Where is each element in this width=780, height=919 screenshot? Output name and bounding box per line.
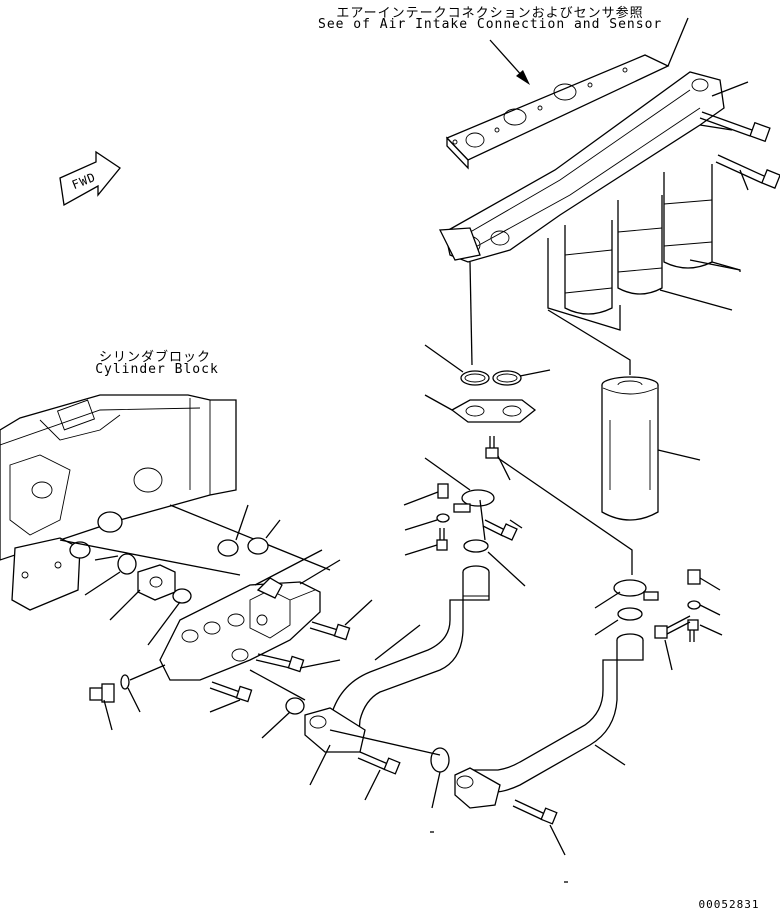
- gasket: [450, 399, 537, 423]
- seal-right: [617, 607, 643, 621]
- washer-left: [436, 513, 450, 523]
- filter-cartridge-1: [564, 220, 613, 315]
- adapter-bolt-2: [255, 653, 305, 673]
- cylinder-block-caption-en: Cylinder Block: [95, 362, 219, 377]
- bolt-left-small: [436, 528, 448, 551]
- bolt-right-small: [687, 619, 699, 642]
- left-clamp: [453, 489, 495, 513]
- seal-disc-3: [117, 553, 137, 575]
- air-intake-caption-en: See of Air Intake Connection and Sensor: [318, 17, 663, 32]
- seal-left: [463, 539, 489, 553]
- adapter-block: [159, 577, 321, 681]
- right-hose-bolt: [512, 799, 558, 825]
- flange-block: [137, 564, 176, 601]
- air-intake-caption-jp: エアーインテークコネクションおよびセンサ参照: [336, 6, 644, 21]
- spare-filter-cartridge: [601, 376, 659, 521]
- seal-disc-5: [285, 697, 305, 715]
- cylinder-block: [0, 394, 237, 611]
- o-ring-2: [492, 370, 522, 386]
- right-clamp: [613, 579, 659, 601]
- manifold-bolt-2: [715, 154, 780, 189]
- manifold-bolt-1: [699, 111, 771, 143]
- plug-o-ring: [120, 674, 130, 690]
- washer-right: [687, 600, 701, 610]
- o-ring-1: [460, 370, 490, 386]
- adapter-bolt-1: [309, 621, 351, 641]
- filter-cartridge-3: [663, 164, 713, 269]
- center-bolt: [485, 436, 499, 459]
- bolt-right-long: [654, 615, 691, 639]
- seal-disc-1: [217, 539, 239, 557]
- bolt-left-long: [482, 519, 518, 541]
- seal-disc-lower: [430, 747, 450, 773]
- clip-right: [687, 569, 701, 585]
- air-intake-reference-arrow: [489, 39, 530, 85]
- fwd-arrow-icon: [59, 150, 121, 207]
- left-hose-bolt: [357, 751, 401, 775]
- plug-bolt: [89, 683, 115, 703]
- seal-disc-2: [247, 537, 269, 555]
- filter-manifold: [438, 71, 725, 263]
- clip-left: [437, 483, 449, 499]
- seal-disc-4: [172, 588, 192, 604]
- drawing-number: 00052831: [698, 898, 760, 911]
- filter-cartridge-2: [617, 195, 663, 295]
- right-hose: [454, 633, 644, 809]
- cylinder-block-caption-jp: シリンダブロック: [98, 350, 211, 365]
- adapter-bolt-3: [209, 681, 253, 703]
- left-hose: [304, 565, 490, 753]
